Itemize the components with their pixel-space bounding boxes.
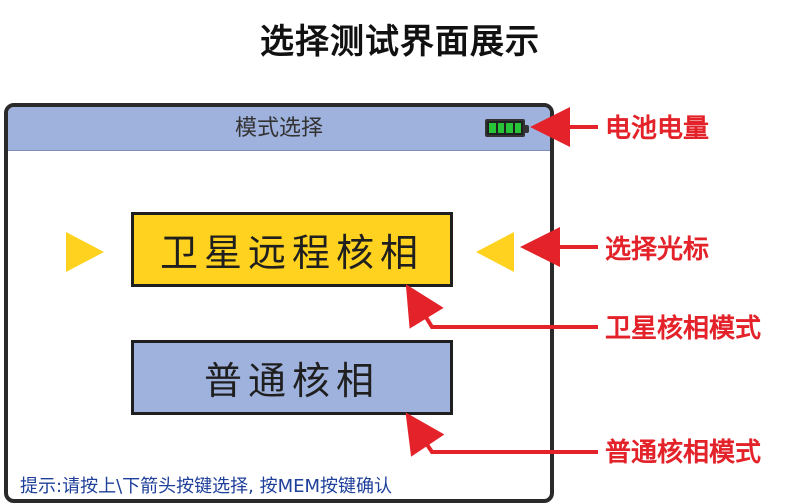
hint-text: 提示:请按上\下箭头按键选择, 按MEM按键确认 [20, 476, 393, 497]
callout-satellite-label: 卫星核相模式 [605, 314, 762, 344]
battery-cell [497, 123, 504, 133]
callout-battery-label: 电池电量 [605, 114, 710, 144]
callout-cursor-label: 选择光标 [605, 235, 710, 265]
battery-cell [489, 123, 496, 133]
selection-cursor-left-icon [66, 232, 104, 272]
callout-normal-label: 普通核相模式 [605, 438, 762, 468]
battery-icon [485, 119, 529, 137]
battery-cell [514, 123, 521, 133]
battery-tip [525, 125, 529, 133]
screen-header: 模式选择 [8, 107, 550, 151]
device-screen: 模式选择 卫星远程核相 普通核相 提示:请按上\下箭头按键选择, 按MEM按键确… [4, 103, 554, 503]
mode-normal-button[interactable]: 普通核相 [131, 340, 453, 415]
page-title: 选择测试界面展示 [260, 22, 540, 62]
selection-cursor-right-icon [476, 232, 514, 272]
mode-satellite-button[interactable]: 卫星远程核相 [131, 212, 453, 287]
battery-cell [506, 123, 513, 133]
header-title: 模式选择 [234, 116, 323, 141]
